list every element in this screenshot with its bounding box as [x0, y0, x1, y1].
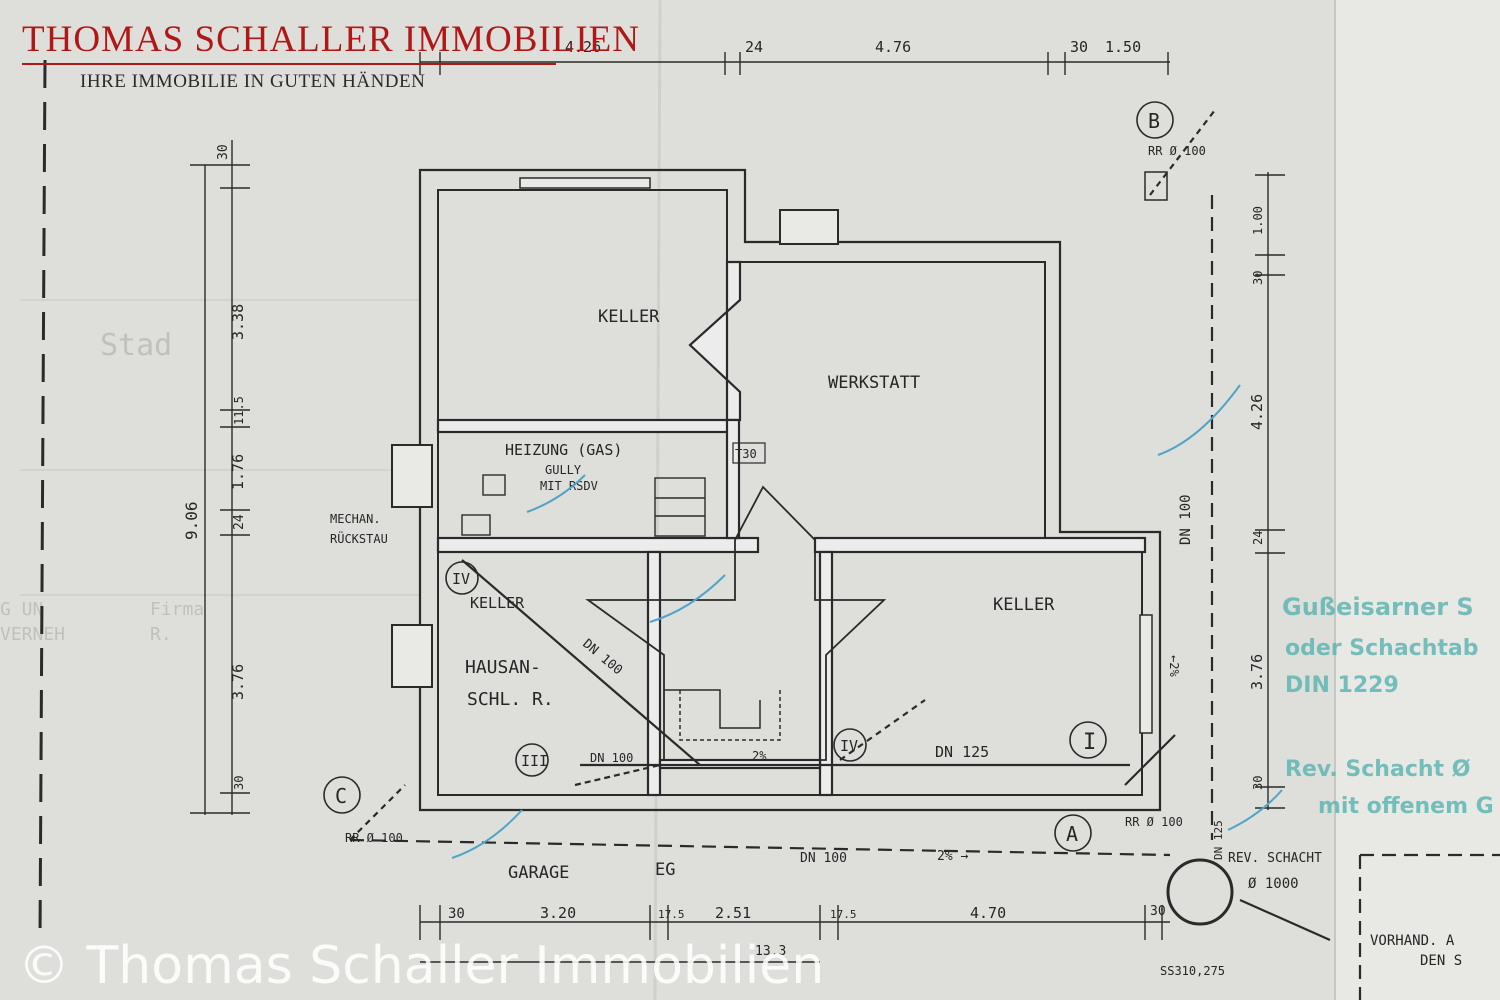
dim-right: 3.76 — [1248, 654, 1266, 690]
label-rr: RR Ø 100 — [1125, 815, 1183, 829]
dimension-top — [419, 52, 1170, 75]
building-walls — [418, 168, 1162, 812]
label-rr: RR Ø 100 — [1148, 144, 1206, 158]
stamp-text: mit offenem G — [1318, 794, 1494, 819]
dim-bottom: 30 — [448, 906, 465, 922]
dim-right: 30 — [1251, 776, 1265, 790]
dim-left: 30 — [216, 144, 231, 160]
dim-bottom: 4.70 — [970, 904, 1006, 922]
label-mechan: MECHAN. — [330, 512, 381, 526]
dim-right: 30 — [1251, 271, 1265, 285]
marker-iv: IV — [840, 737, 858, 755]
brand-rule — [22, 63, 556, 65]
label-rev-dia: Ø 1000 — [1248, 876, 1299, 892]
ghost-text: R. — [150, 624, 172, 645]
room-heizung: HEIZUNG (GAS) — [505, 441, 622, 459]
ghost-text: G UN — [0, 599, 43, 620]
dim-top: 24 — [745, 38, 763, 56]
room-keller: KELLER — [993, 595, 1055, 615]
drain-pipes — [349, 109, 1500, 1000]
brand-tagline: IHRE IMMOBILIE IN GUTEN HÄNDEN — [80, 71, 426, 92]
label-vorhand: VORHAND. A — [1370, 933, 1455, 949]
label-eg: EG — [655, 860, 675, 880]
ghost-text: Stad — [100, 328, 172, 363]
label-dn100: DN 100 — [1178, 494, 1194, 545]
dim-bottom: 30 — [1150, 904, 1166, 919]
label-rr: RR Ø 100 — [345, 831, 403, 845]
room-hausanschluss: SCHL. R. — [467, 689, 554, 710]
brand-logo: THOMAS SCHALLER IMMOBILIEN IHRE IMMOBILI… — [22, 18, 640, 93]
pen-ticks — [451, 384, 1283, 859]
room-werkstatt: WERKSTATT — [828, 373, 920, 393]
label-rueckstau: RÜCKSTAU — [330, 530, 388, 546]
stamp: Gußeisarner S oder Schachtab DIN 1229 Re… — [1282, 593, 1494, 819]
dim-top: 30 — [1070, 38, 1088, 56]
dim-left: 1.76 — [229, 454, 247, 490]
marker-iii: III — [521, 752, 548, 770]
dimension-right — [1255, 172, 1285, 810]
stamp-text: DIN 1229 — [1285, 673, 1399, 698]
windows — [391, 177, 1153, 734]
marker-b: B — [1148, 109, 1160, 133]
label-garage: GARAGE — [508, 863, 569, 883]
stair-arrow — [585, 485, 887, 761]
dim-left: 3.38 — [229, 304, 247, 340]
label-dn100: DN 100 — [800, 851, 847, 866]
ghost-text: Firma — [150, 599, 204, 620]
dim-top: 1.50 — [1105, 38, 1141, 56]
label-dn100: DN 100 — [590, 751, 633, 765]
label-rev-schacht: REV. SCHACHT — [1228, 851, 1322, 866]
dim-left: 30 — [232, 776, 246, 790]
paper-fold-line — [653, 0, 662, 1000]
background-form-text: Stad G UN VERNEH Firma R. — [0, 299, 420, 645]
stamp-text: Rev. Schacht Ø — [1285, 757, 1471, 782]
label-den: DEN S — [1420, 953, 1462, 969]
label-mit-rsdv: MIT RSDV — [540, 479, 598, 493]
dimension-bottom — [419, 905, 1170, 963]
dim-bottom: 17.5 — [658, 908, 685, 921]
label-slope: 2% → — [937, 849, 968, 864]
brand-title: THOMAS SCHALLER IMMOBILIEN — [22, 19, 640, 60]
dim-bottom: 3.20 — [540, 904, 576, 922]
property-line — [38, 59, 47, 941]
dim-bottom: 17.5 — [830, 908, 857, 921]
stamp-text: Gußeisarner S — [1282, 593, 1474, 621]
marker-iv: IV — [452, 570, 470, 588]
dim-left-total: 9.06 — [182, 501, 201, 540]
label-slope: 2% — [752, 749, 767, 763]
label-dn125: DN 125 — [1212, 820, 1225, 860]
dim-left: 24 — [232, 514, 247, 530]
label-slope: ←2% — [1167, 655, 1181, 677]
copyright-watermark: © Thomas Schaller Immobilien — [18, 936, 825, 996]
dim-top: 4.26 — [565, 38, 601, 56]
dimension-left — [190, 140, 250, 815]
markers — [323, 101, 1174, 852]
dim-left: 3.76 — [229, 664, 247, 700]
label-t30: T30 — [735, 447, 757, 461]
marker-c: C — [335, 784, 347, 808]
dim-left: 11.5 — [232, 396, 246, 425]
marker-i: I — [1083, 730, 1096, 755]
ghost-text: VERNEH — [0, 624, 65, 645]
room-keller: KELLER — [598, 307, 660, 327]
dim-right: 1.00 — [1251, 206, 1265, 235]
dim-right: 4.26 — [1248, 394, 1266, 430]
label-gully: GULLY — [545, 463, 582, 477]
room-keller: KELLER — [470, 594, 525, 612]
revision-shaft — [1166, 858, 1234, 926]
label-dn100: DN 100 — [579, 637, 625, 679]
label-ss: SS310,275 — [1160, 964, 1225, 978]
room-hausanschluss: HAUSAN- — [465, 657, 541, 678]
label-dn125: DN 125 — [935, 743, 989, 761]
dim-top: 4.76 — [875, 38, 911, 56]
marker-a: A — [1066, 822, 1078, 846]
stamp-text: oder Schachtab — [1285, 636, 1479, 661]
heating-equipment — [461, 474, 706, 537]
dim-bottom-total: 13.3 — [755, 944, 786, 959]
paper-fold-right — [1335, 0, 1500, 1000]
dim-bottom: 2.51 — [715, 904, 751, 922]
dim-right: 24 — [1251, 531, 1265, 545]
